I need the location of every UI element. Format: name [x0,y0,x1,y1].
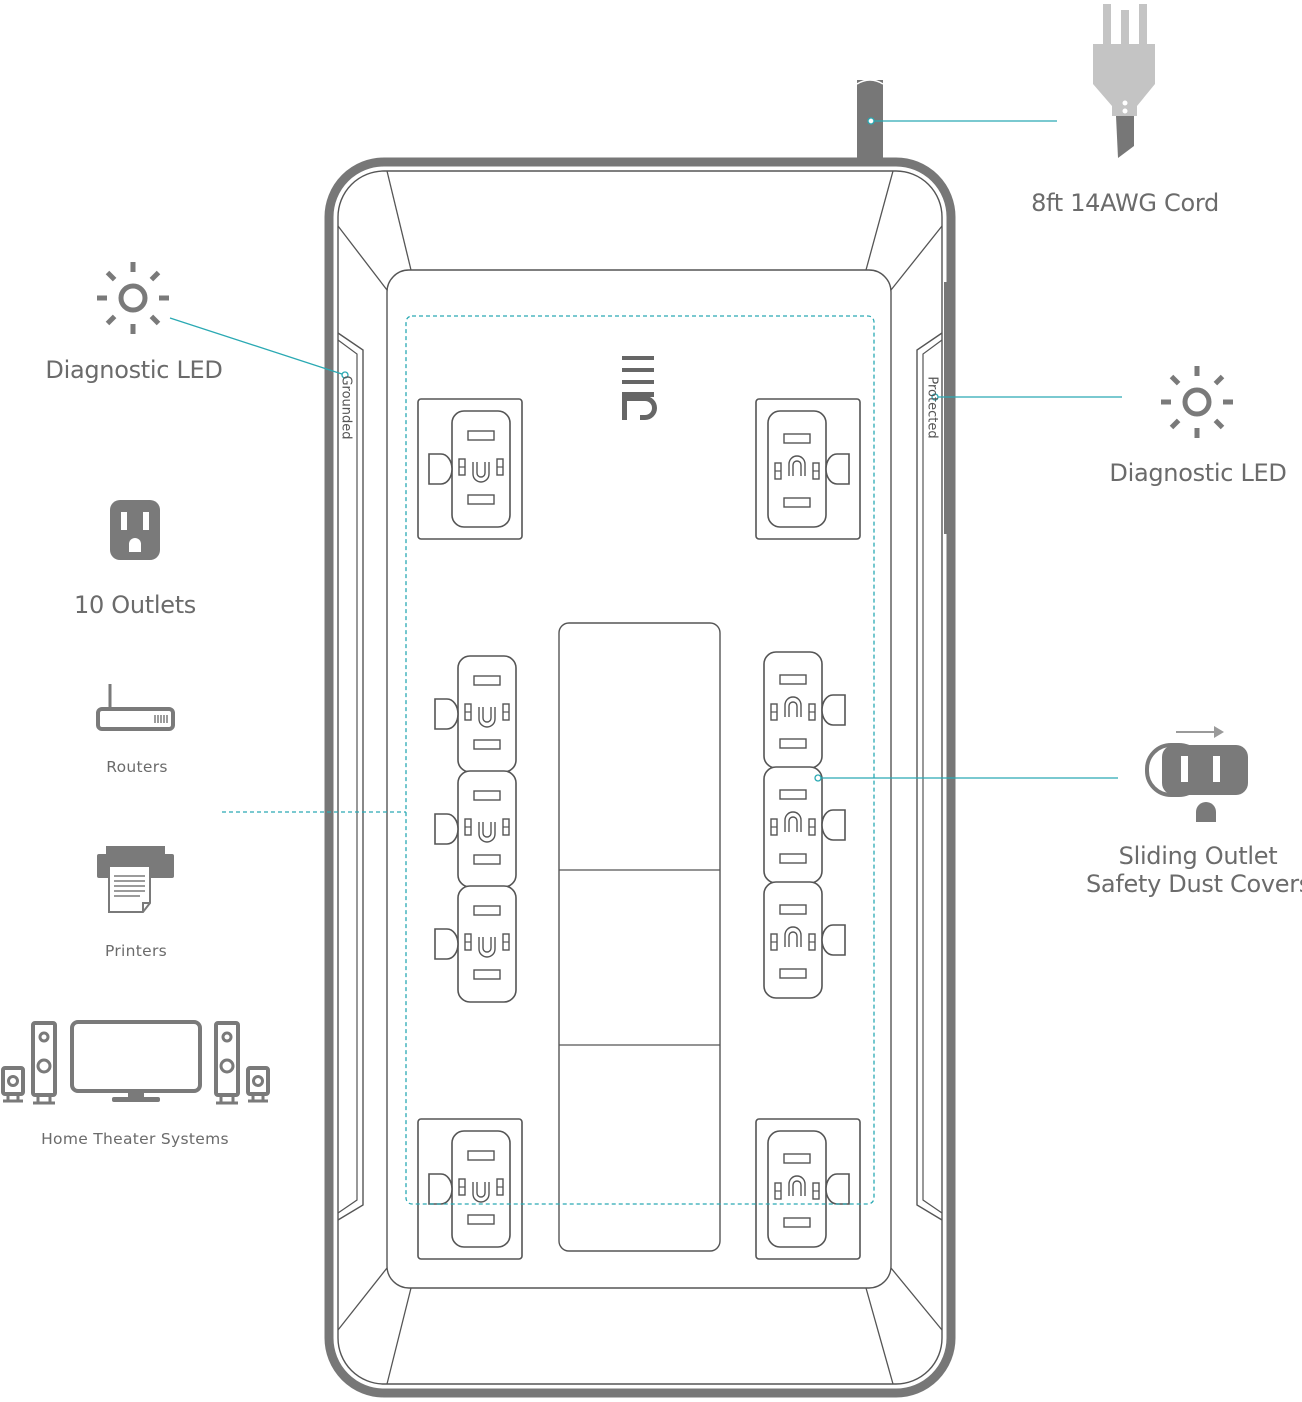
grounded-indicator-label: Grounded [338,375,354,440]
outlet-bottom-right[interactable] [755,1118,861,1260]
brand-logo [622,356,657,420]
power-cord [857,80,883,172]
protected-indicator-label: Protected [924,376,940,439]
sun-icon [97,262,169,334]
sliding-outlet-icon [1145,726,1248,822]
power-plug-icon [1093,4,1155,158]
left-side-rail [337,332,364,1221]
sun-icon [1161,366,1233,438]
cord-label: 8ft 14AWG Cord [1031,189,1219,217]
outlet-top-left[interactable] [417,398,523,540]
dust-covers-label-line2: Safety Dust Covers [1086,870,1302,898]
home-theater-label: Home Theater Systems [41,1130,229,1148]
printer-icon [97,846,174,913]
home-theater-icon [1,1020,270,1105]
outlets-count-label: 10 Outlets [73,591,197,619]
center-panel [558,622,721,1252]
outlet-top-right[interactable] [755,398,861,540]
outlet-bottom-left[interactable] [417,1118,523,1260]
callout-lines [169,117,1122,813]
diagnostic-led-left-label: Diagnostic LED [45,356,223,384]
printers-label: Printers [104,942,168,960]
dust-covers-label-line1: Sliding Outlet [1118,842,1278,870]
diagnostic-led-right-label: Diagnostic LED [1109,459,1287,487]
router-icon [96,684,175,731]
wall-outlet-icon [110,500,160,560]
outlets-region-dashed [405,315,875,1205]
routers-label: Routers [106,758,168,776]
power-strip [324,79,956,1398]
